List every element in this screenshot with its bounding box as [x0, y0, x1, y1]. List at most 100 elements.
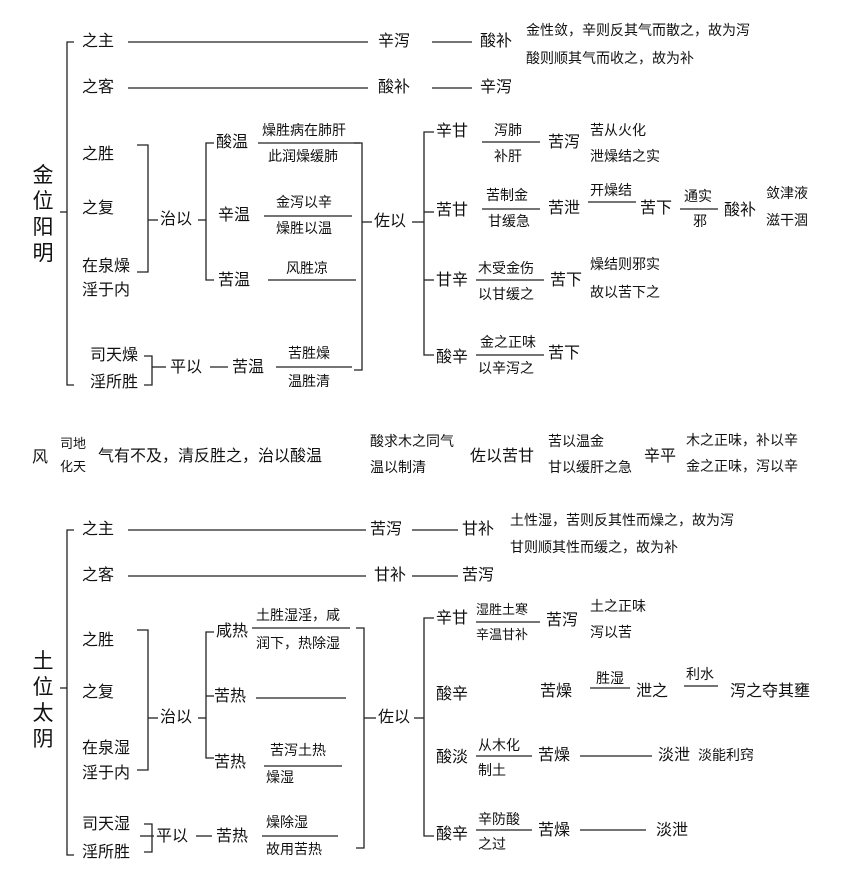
metal-zuoyi: 佐以 [374, 211, 407, 230]
earth-salthot-top: 土胜湿淫，咸 [256, 608, 340, 624]
metal-bitterwarm-top: 风胜凉 [286, 261, 328, 277]
earth-st-bottom: 故用苦热 [266, 842, 322, 858]
earth-r2-kuzao: 苦燥 [540, 681, 573, 700]
earth-r4-bottom: 之过 [478, 837, 506, 853]
metal-guest-p1: 酸补 [378, 77, 411, 96]
earth-sitian2: 淫所胜 [82, 842, 131, 861]
metal-guest-p2: 辛泻 [480, 77, 513, 96]
metal-r2-note2: 滋干涸 [766, 213, 808, 229]
earth-bitterhot2-bottom: 燥湿 [266, 770, 294, 786]
earth-r4-kuzao: 苦燥 [538, 820, 571, 839]
wind-sidi: 司地 [60, 437, 87, 452]
metal-sourwarm-bottom: 此润燥缓肺 [268, 149, 338, 165]
metal-guest: 之客 [82, 77, 115, 96]
earth-host: 之主 [82, 519, 115, 538]
wind-feng: 风 [32, 447, 49, 466]
earth-r2-shengshi: 胜湿 [596, 671, 624, 687]
earth-bitterhot1: 苦热 [214, 686, 247, 705]
metal-acridwarm-bottom: 燥胜以温 [276, 221, 332, 237]
earth-salthot: 咸热 [216, 621, 249, 640]
wind-text1: 气有不及，清反胜之，治以酸温 [98, 446, 323, 465]
earth-r3-note: 淡能利窍 [698, 748, 754, 764]
wind-note5: 木之正味，补以辛 [686, 433, 798, 449]
metal-recovery: 之复 [82, 198, 115, 217]
earth-r3-danxie: 淡泄 [658, 745, 691, 764]
metal-r4: 酸辛 [436, 347, 469, 366]
earth-recovery: 之复 [82, 682, 115, 701]
metal-victory: 之胜 [82, 144, 115, 163]
earth-r1-top: 湿胜土寒 [476, 603, 529, 618]
earth-r2-end: 泻之夺其壅 [730, 681, 811, 700]
metal-title: 金位阳明 [32, 163, 54, 265]
earth-r3-bottom: 制土 [478, 763, 506, 779]
metal-sourwarm: 酸温 [216, 132, 249, 151]
earth-r4-danxie: 淡泄 [656, 820, 689, 839]
metal-r3-next: 苦下 [550, 270, 583, 289]
earth-r1-note1: 土之正味 [590, 599, 646, 615]
metal-sourwarm-top: 燥胜病在肺肝 [262, 123, 346, 139]
earth-st-top: 燥除湿 [266, 815, 308, 831]
earth-zhiyi: 治以 [160, 707, 193, 726]
earth-sitian1: 司天湿 [82, 814, 131, 833]
metal-zhiyi: 治以 [160, 209, 193, 228]
metal-host: 之主 [82, 31, 115, 50]
earth-r2: 酸辛 [436, 684, 469, 703]
metal-st-bitterwarm: 苦温 [232, 357, 265, 376]
wind-note3: 苦以温金 [548, 434, 604, 450]
earth-bitterhot2-top: 苦泻土热 [270, 743, 326, 759]
earth-zuoyi: 佐以 [378, 707, 411, 726]
metal-r2: 苦甘 [436, 200, 469, 219]
metal-r1-note1: 苦从火化 [590, 123, 646, 139]
earth-title: 土位太阴 [32, 649, 54, 751]
metal-host-p1: 辛泻 [378, 31, 411, 50]
metal-r3-note1: 燥结则邪实 [590, 257, 660, 273]
earth-host-note2: 甘则顺其性而缓之，故为补 [510, 540, 678, 556]
metal-bitterwarm: 苦温 [218, 270, 251, 289]
metal-r3: 甘辛 [436, 270, 469, 289]
metal-st-top: 苦胜燥 [288, 346, 330, 362]
earth-r1-next: 苦泻 [546, 610, 579, 629]
earth-r3-kuzao: 苦燥 [538, 745, 571, 764]
earth-quan2: 淫于内 [82, 763, 131, 782]
metal-host-note2: 酸则顺其气而收之，故为补 [526, 51, 694, 67]
metal-acridwarm: 辛温 [218, 205, 251, 224]
metal-sitian1: 司天燥 [90, 345, 139, 364]
metal-r4-next: 苦下 [548, 343, 581, 362]
earth-guest: 之客 [82, 565, 115, 584]
metal-quan1: 在泉燥 [82, 256, 131, 275]
metal-r3-note2: 故以苦下之 [590, 285, 660, 301]
metal-r1-note2: 泄燥结之实 [590, 149, 660, 165]
earth-host-p1: 苦泻 [370, 519, 403, 538]
wind-note6: 金之正味，泻以辛 [686, 459, 798, 475]
earth-r4: 酸辛 [436, 824, 469, 843]
earth-r3: 酸淡 [436, 747, 469, 766]
metal-r2-tongshi: 通实 [684, 189, 712, 205]
earth-bitterhot2: 苦热 [214, 752, 247, 771]
metal-r2-xie: 邪 [693, 214, 707, 230]
earth-quan1: 在泉湿 [82, 738, 131, 757]
wind-note2: 温以制清 [370, 460, 426, 476]
metal-quan2: 淫于内 [82, 280, 131, 299]
metal-r2-suanbu: 酸补 [724, 200, 757, 219]
wind-zuo: 佐以苦甘 [470, 446, 535, 465]
metal-r2-kai: 开燥结 [590, 183, 632, 199]
earth-r3-top: 从木化 [478, 738, 520, 754]
metal-r2-top: 苦制金 [486, 188, 528, 204]
metal-host-note1: 金性敛，辛则反其气而散之，故为泻 [526, 23, 750, 39]
earth-r2-xiezhi: 泄之 [636, 681, 669, 700]
wind-note1: 酸求木之同气 [370, 434, 454, 450]
earth-st-bitterhot: 苦热 [216, 826, 249, 845]
metal-r1-next: 苦泻 [548, 132, 581, 151]
metal-r3-top: 木受金伤 [478, 261, 534, 277]
earth-r1-note2: 泻以苦 [590, 625, 632, 641]
metal-r4-bottom: 以辛泻之 [478, 361, 534, 377]
wind-xinping: 辛平 [644, 446, 677, 465]
earth-pingyi: 平以 [156, 826, 189, 845]
metal-st-bottom: 温胜清 [288, 374, 330, 390]
metal-r2-bottom: 甘缓急 [488, 214, 530, 230]
metal-pingyi: 平以 [170, 357, 203, 376]
earth-victory: 之胜 [82, 630, 115, 649]
metal-r1: 辛甘 [436, 121, 469, 140]
